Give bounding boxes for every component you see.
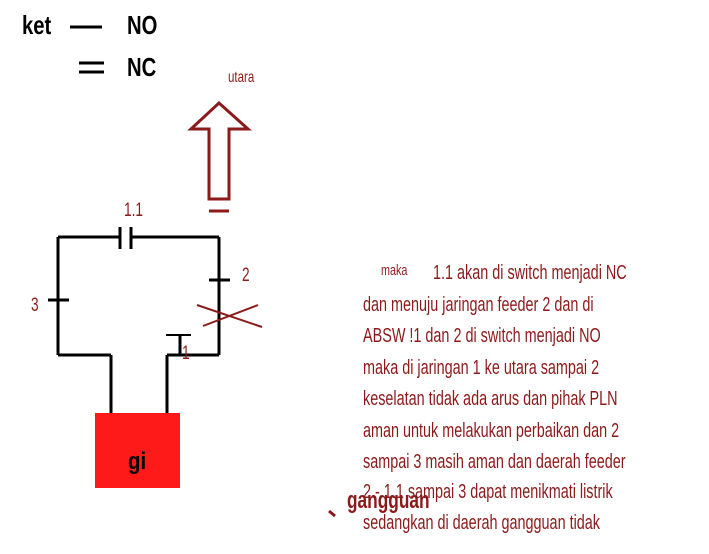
description-line: 1.1 akan di switch menjadi NC — [433, 262, 627, 284]
switch-1-1-label: 1.1 — [124, 200, 144, 221]
substation-label: gi — [128, 448, 147, 475]
description-line: sampai 3 masih aman dan daerah feeder — [363, 451, 626, 473]
description-line: ABSW !1 dan 2 di switch menjadi NO — [363, 325, 601, 347]
description-line: 2 - 1.1 sampai 3 dapat menikmati listrik — [363, 481, 613, 503]
arrow-label: utara — [228, 69, 255, 86]
fault-cross-icon — [196, 304, 263, 328]
description-line: dan menuju jaringan feeder 2 dan di — [363, 294, 594, 316]
substation-gi — [95, 413, 180, 488]
ring-network — [56, 235, 221, 413]
description-line: aman untuk melakukan perbaikan dan 2 — [363, 420, 620, 442]
legend-nc-label: NC — [127, 52, 157, 82]
switch-1-icon — [166, 334, 191, 356]
description-line: keselatan tidak ada arus dan pihak PLN — [363, 388, 618, 410]
north-arrow-icon — [187, 100, 252, 201]
legend-no-label: NO — [127, 10, 158, 40]
switch-1-1-icon — [118, 227, 133, 249]
switch-3-label: 3 — [31, 295, 39, 316]
legend-nc-symbol — [79, 61, 104, 74]
switch-2-label: 2 — [242, 265, 250, 286]
description-line: sedangkan di daerah gangguan tidak — [363, 512, 601, 534]
legend-title: ket — [22, 10, 52, 40]
description-lead: maka — [381, 262, 408, 279]
fault-label: gangguan — [347, 487, 430, 514]
fault-marker — [328, 509, 336, 518]
description-line: maka di jaringan 1 ke utara sampai 2 — [363, 357, 600, 379]
switch-1-label: 1 — [182, 343, 190, 364]
